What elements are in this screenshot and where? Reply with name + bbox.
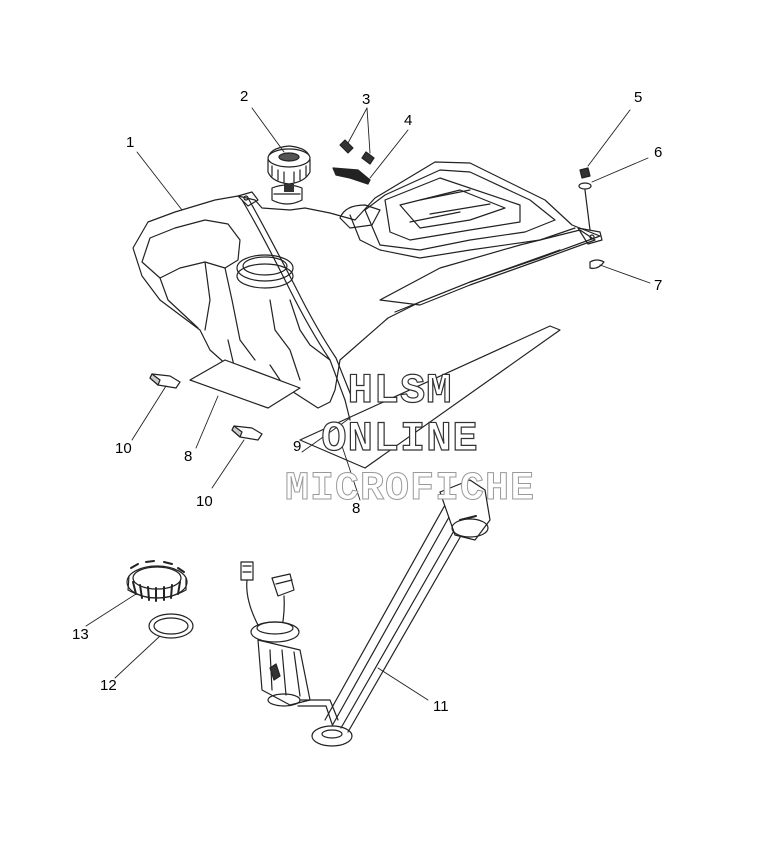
callout-10-bottom: 10 bbox=[196, 493, 213, 510]
callout-13: 13 bbox=[72, 626, 89, 643]
watermark-line-3: MICROFICHE bbox=[284, 467, 536, 512]
callout-1: 1 bbox=[126, 134, 135, 151]
bracket bbox=[332, 167, 371, 185]
callout-6: 6 bbox=[654, 144, 663, 161]
nut-washer-grommet bbox=[578, 167, 605, 269]
fuel-tank bbox=[132, 161, 603, 409]
callout-12: 12 bbox=[100, 677, 117, 694]
pads bbox=[149, 373, 263, 441]
fuel-cap bbox=[267, 145, 311, 192]
heat-shields bbox=[189, 325, 561, 469]
callout-3: 3 bbox=[362, 91, 371, 108]
lock-ring bbox=[126, 560, 188, 602]
callout-10-left: 10 bbox=[115, 440, 132, 457]
callout-8-right: 8 bbox=[352, 500, 361, 517]
watermark-line-2: ONLINE bbox=[321, 415, 479, 463]
callout-9: 9 bbox=[293, 438, 302, 455]
callout-7: 7 bbox=[654, 277, 663, 294]
callout-4: 4 bbox=[404, 112, 413, 129]
callout-8-left: 8 bbox=[184, 448, 193, 465]
watermark-line-1: HLSM bbox=[347, 367, 453, 415]
screws bbox=[339, 139, 375, 165]
callout-2: 2 bbox=[240, 88, 249, 105]
callout-11: 11 bbox=[433, 698, 449, 715]
gasket bbox=[148, 613, 194, 639]
callout-5: 5 bbox=[634, 89, 643, 106]
vent-line bbox=[344, 399, 351, 421]
leader-lines bbox=[85, 107, 651, 701]
fuel-pump-assembly bbox=[240, 479, 491, 747]
